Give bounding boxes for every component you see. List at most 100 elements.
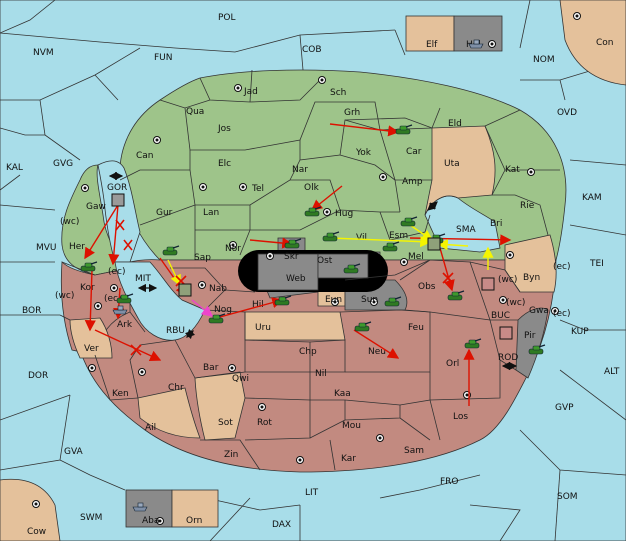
label-ec1: (ec): [108, 267, 126, 277]
label-wc3: (wc): [498, 275, 517, 285]
label-cob: COB: [302, 45, 322, 55]
label-sam: Sam: [404, 446, 424, 456]
label-ec3: (ec): [553, 262, 571, 272]
supply-center-marker: [228, 364, 236, 372]
label-los: Los: [453, 412, 468, 422]
supply-center-marker: [266, 252, 274, 260]
label-eld: Eld: [448, 119, 462, 129]
province-ail[interactable]: [137, 387, 201, 439]
label-kor: Kor: [80, 283, 95, 293]
label-zin: Zin: [224, 450, 238, 460]
label-nil: Nil: [315, 369, 327, 379]
label-fun: FUN: [154, 53, 173, 63]
label-lan: Lan: [203, 208, 219, 218]
province-orn[interactable]: [171, 489, 219, 528]
label-elc: Elc: [218, 159, 231, 169]
label-chr: Chr: [168, 383, 184, 393]
supply-center-marker: [258, 403, 266, 411]
label-con: Con: [596, 38, 614, 48]
label-cow: Cow: [27, 527, 46, 537]
province-ver[interactable]: [69, 317, 113, 359]
supply-center-marker: [318, 76, 326, 84]
label-qua: Qua: [186, 107, 204, 117]
supply-center-marker: [499, 296, 507, 304]
label-ark: Ark: [117, 320, 133, 330]
label-bri: Bri: [490, 219, 502, 229]
label-lit: LIT: [305, 488, 319, 498]
label-ec4: (ec): [553, 309, 571, 319]
label-kaa: Kaa: [334, 389, 351, 399]
province-gor[interactable]: [97, 160, 141, 263]
supply-center-marker: [527, 168, 535, 176]
label-sap: Sap: [194, 253, 211, 263]
move-orders: [84, 123, 512, 406]
label-wc1: (wc): [60, 217, 79, 227]
label-swm: SWM: [80, 513, 102, 523]
label-rot: Rot: [257, 418, 272, 428]
retreat-arrows: [108, 171, 518, 371]
province-elf[interactable]: [405, 15, 455, 52]
supply-center-marker: [88, 364, 96, 372]
label-ec2: (ec): [104, 294, 122, 304]
supply-center-marker: [370, 298, 378, 306]
label-nab: Nab: [209, 284, 227, 294]
label-obs: Obs: [418, 282, 436, 292]
label-mou: Mou: [342, 421, 361, 431]
failed-order-crosses: [115, 219, 454, 356]
supply-center-marker: [199, 183, 207, 191]
label-bar: Bar: [203, 363, 219, 373]
label-hil: Hil: [252, 300, 264, 310]
label-wc4: (wc): [506, 298, 525, 308]
province-cow[interactable]: [0, 478, 61, 541]
label-orl: Orl: [446, 359, 459, 369]
label-sun: Sun: [361, 295, 378, 305]
label-sma: SMA: [456, 225, 476, 235]
supply-center-marker: [376, 434, 384, 442]
label-byn: Byn: [523, 273, 540, 283]
label-dax: DAX: [272, 520, 291, 530]
label-tel: Tel: [251, 184, 264, 194]
label-nog: Nog: [214, 305, 232, 315]
label-sch: Sch: [330, 88, 346, 98]
label-mel: Mel: [408, 252, 424, 262]
province-ost-inner: [317, 253, 369, 279]
label-elf: Elf: [426, 40, 438, 50]
label-kat: Kat: [505, 165, 520, 175]
label-car: Car: [406, 147, 422, 157]
label-qwi: Qwi: [232, 374, 249, 384]
province-byn[interactable]: [504, 234, 557, 293]
label-olk: Olk: [304, 183, 320, 193]
supply-center-marker: [239, 183, 247, 191]
supply-center-marker: [323, 208, 331, 216]
supply-center-marker: [110, 284, 118, 292]
label-ost: Ost: [317, 256, 333, 266]
label-pir: Pir: [524, 331, 536, 341]
label-gaw: Gaw: [86, 202, 106, 212]
label-vil: Vil: [356, 233, 367, 243]
label-amp: Amp: [402, 177, 423, 187]
supply-center-marker: [551, 307, 559, 315]
label-skr: Skr: [284, 252, 299, 262]
supply-center-marker: [32, 500, 40, 508]
label-rie: Rie: [520, 201, 535, 211]
label-eun: Eun: [325, 295, 342, 305]
province-sot[interactable]: [194, 371, 246, 441]
label-ver: Ver: [84, 344, 99, 354]
supply-center-marker: [400, 258, 408, 266]
label-her: Her: [69, 242, 85, 252]
label-rod: ROD: [498, 353, 518, 363]
label-feu: Feu: [408, 323, 424, 333]
label-dor: DOR: [28, 371, 48, 381]
province-web-inner: [257, 253, 319, 291]
label-uta: Uta: [444, 159, 460, 169]
label-grh: Grh: [344, 108, 360, 118]
supply-center-marker: [488, 40, 496, 48]
label-aba: Aba: [142, 516, 159, 526]
label-gvg: GVG: [53, 159, 73, 169]
label-tei: TEI: [589, 259, 604, 269]
label-ken: Ken: [112, 389, 129, 399]
dislodged-units: [111, 193, 513, 340]
label-chp: Chp: [299, 347, 317, 357]
label-kal: KAL: [6, 163, 23, 173]
